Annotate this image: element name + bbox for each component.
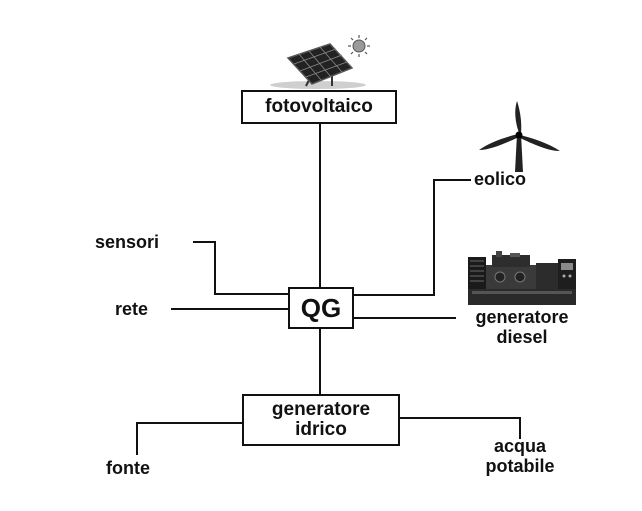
box-fotovoltaico: fotovoltaico bbox=[241, 90, 397, 124]
label-generatore-idrico-2: idrico bbox=[295, 419, 347, 440]
label-qg: QG bbox=[300, 293, 342, 323]
diesel-generator-icon bbox=[468, 251, 576, 305]
solar-panel-icon bbox=[270, 35, 370, 89]
label-generatore-diesel-2: diesel bbox=[496, 327, 548, 347]
box-generatore-idrico: generatore idrico bbox=[242, 394, 400, 446]
label-generatore-idrico-1: generatore bbox=[271, 399, 371, 420]
label-acqua-potabile: acqua potabile bbox=[470, 436, 570, 476]
label-eolico: eolico bbox=[474, 169, 527, 189]
line-idrico-acqua bbox=[399, 417, 521, 439]
label-fotovoltaico: fotovoltaico bbox=[265, 96, 373, 117]
line-fonte-idrico bbox=[136, 422, 243, 455]
label-fonte: fonte bbox=[106, 458, 150, 478]
wind-turbine-icon bbox=[479, 101, 560, 172]
label-generatore-diesel-1: generatore bbox=[475, 307, 569, 327]
label-acqua-potabile-1: acqua bbox=[493, 436, 547, 456]
label-acqua-potabile-2: potabile bbox=[485, 456, 555, 476]
label-generatore-diesel: generatore diesel bbox=[454, 307, 590, 347]
label-rete: rete bbox=[115, 299, 149, 319]
line-sensori-qg bbox=[193, 241, 289, 295]
box-qg: QG bbox=[288, 287, 354, 329]
line-eolico-qg bbox=[353, 179, 471, 296]
label-sensori: sensori bbox=[95, 232, 160, 252]
